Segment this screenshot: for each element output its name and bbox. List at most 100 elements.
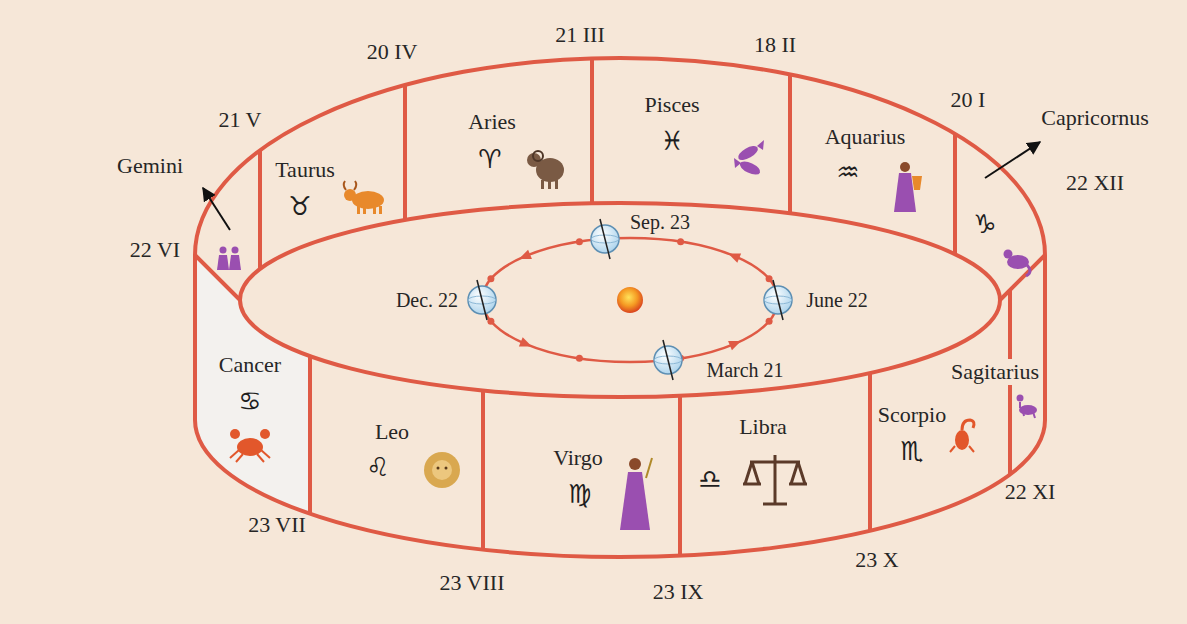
scorpion-tail [962,420,974,430]
panel-divider [310,290,1010,556]
cancer-picture [230,429,270,462]
date-label: 23 VIII [440,570,505,595]
date-label: 22 XII [1066,170,1124,195]
pisces-picture [734,140,764,177]
orbit-date: Sep. 23 [630,211,690,234]
orbit-dot [766,318,773,325]
sign-symbol: ♎ [698,465,721,495]
sign-name: Leo [375,419,409,444]
scale-base [763,503,787,506]
earth-globes [468,219,792,380]
ring-side [195,255,1045,420]
date-label: 18 II [754,32,796,57]
wheat-stalk [646,458,652,478]
orbit-dot [487,275,494,282]
date-label: 20 I [951,87,986,112]
date-label: 20 IV [367,39,418,64]
date-label: 23 X [855,547,898,572]
taurus-picture [344,181,384,214]
fish [736,143,760,163]
figure-body [229,255,241,270]
orbit-dots [487,238,772,362]
orbit-dot [576,238,583,245]
orbit-arrowhead [726,249,741,263]
panel-divider [260,58,955,269]
sign-symbol: ♑ [973,210,996,240]
fish [738,159,762,177]
date-label: 23 IX [653,579,704,604]
figure-head [232,247,239,254]
gemini-picture [217,247,241,271]
figure-head [900,162,910,172]
sign-name: Virgo [553,445,603,470]
scorpio-picture [950,420,974,452]
sign-symbol: ♋ [238,387,261,417]
bull-head [344,189,356,201]
sun [617,287,643,313]
sign-name: Capricornus [1041,105,1149,130]
date-label: 22 VI [130,237,180,262]
scale-pan [743,462,761,484]
ring-bottom-edge [195,420,1045,557]
crab-claw [260,429,270,439]
sign-name: Libra [739,414,787,439]
earth-globe [591,219,619,259]
leader-arrow [985,142,1040,178]
globe-axis [773,280,783,320]
zodiac-panel: Aries♈ [468,109,516,175]
earth-globe [468,280,496,320]
water-jug [912,176,922,190]
zodiac-panel: Virgo ♍ [553,445,603,510]
scorpion-claws [950,446,974,452]
globe-axis [477,280,487,320]
sign-symbol: ♓ [660,127,683,157]
ram-horn [533,151,543,161]
globe-axis [663,340,673,380]
archer-head [1017,395,1024,402]
goat-head [1004,250,1013,259]
figure-body [217,255,229,270]
archer-limbs [1020,402,1035,418]
lion-face [432,460,452,480]
date-label: 21 III [555,22,604,47]
earth-orbit [482,238,778,362]
orbit-dot [766,275,773,282]
orbit-date: March 21 [706,359,783,382]
zodiac-panel: Gemini [117,153,183,178]
cancer-panel-fill [195,255,310,514]
orbit-arrowhead [728,336,743,350]
figure-dress [620,472,650,530]
ring-inner-edge [240,203,1000,397]
zodiac-panel: Scorpio♏ [878,402,946,467]
aquarius-picture [894,162,922,212]
date-label: 21 V [219,107,262,132]
sign-symbol: ♍ [568,480,591,510]
sign-name: Sagitarius [949,359,1041,384]
sign-symbol: ♉ [288,192,311,222]
zodiac-panel: Sagitarius [949,359,1041,384]
scorpion-body [955,430,969,450]
sagittarius-picture [1017,395,1038,419]
crab-legs [230,450,270,462]
sign-name: Scorpio [878,402,946,427]
bull-horns [344,181,357,190]
earth-globe [764,280,792,320]
lion-mane [424,452,460,488]
capricornus-picture [1004,250,1031,277]
zodiac-panel: Libra ♎ [698,414,786,495]
sign-name: Aquarius [825,124,906,149]
figure-head [220,247,227,254]
sign-name: Gemini [117,153,183,178]
zodiac-panel: Pisces ♓ [645,92,700,157]
earth-globe [654,340,682,380]
sign-name: Taurus [275,157,335,182]
scale-pan [789,462,807,484]
orbit-dot [487,318,494,325]
lion-eye [437,467,440,470]
goat-tail [1026,264,1030,276]
sign-name: Pisces [645,92,700,117]
date-label: 22 XI [1005,479,1056,504]
zodiac-panel: Leo♌ [366,419,409,483]
